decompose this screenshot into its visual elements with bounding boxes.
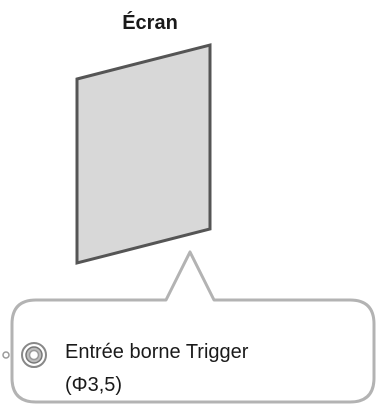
trigger-jack-icon [21,342,47,368]
trigger-input-label: Entrée borne Trigger [65,341,249,363]
connector-dot-icon [2,351,10,359]
jack-size-label: (Φ3,5) [65,374,123,396]
callout-bubble [10,250,376,404]
screen-title: Écran [122,12,178,34]
screen-panel [75,43,212,265]
